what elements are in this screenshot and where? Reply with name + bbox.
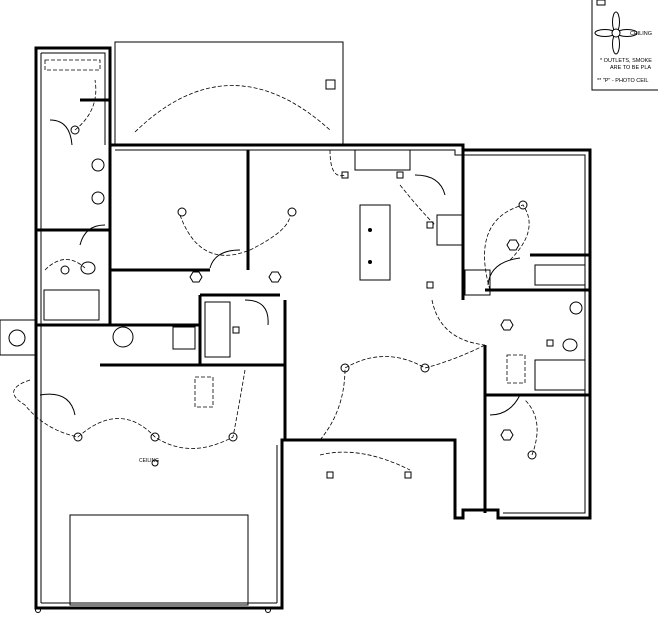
light-fixture-icon [70, 125, 80, 135]
co-detector-icon [268, 271, 282, 283]
kitchen-sink [354, 149, 411, 171]
legend-symbol-icon [596, 0, 606, 6]
light-fixture-icon [287, 207, 297, 217]
water-heater [204, 301, 231, 358]
switch-wiring [13, 79, 538, 471]
lavatory-sink [91, 158, 105, 172]
ceiling-fan-legend-label: CEILING [630, 31, 652, 37]
exterior-light-icon [35, 607, 41, 613]
legend-box: CEILING * OUTLETS, SMOKE ARE TO BE PLA *… [591, 0, 658, 91]
kitchen-island [359, 204, 391, 281]
closet-shelf-left [44, 59, 101, 71]
light-fixture-icon [527, 450, 537, 460]
light-fixture-icon [228, 432, 238, 442]
dryer [172, 326, 196, 350]
outlet-icon [426, 221, 434, 229]
covered-patio [114, 41, 344, 146]
smoke-detectors [189, 239, 520, 441]
smoke-detector-icon [189, 271, 203, 283]
attic-access [194, 376, 214, 408]
attic-access [506, 354, 526, 384]
outlet-icon [404, 471, 412, 479]
washer [112, 326, 134, 348]
outlet-icon [546, 339, 554, 347]
bathtub-left [43, 289, 100, 321]
interior-walls [36, 98, 590, 513]
outlet-icon [326, 471, 334, 479]
toilet [562, 338, 578, 352]
closet-shelf [534, 264, 586, 286]
exterior-walls [34, 46, 592, 610]
lavatory-sink [569, 301, 583, 315]
door-swings [39, 119, 521, 416]
legend-note-outlets-cont: ARE TO BE PLA [610, 65, 651, 71]
outlet-icon [232, 326, 240, 334]
garage-door [69, 514, 249, 606]
light-fixture-icon [420, 363, 430, 373]
patio-light-icon [325, 79, 336, 90]
light-fixture-icon [177, 207, 187, 217]
outlet-icon [426, 281, 434, 289]
pendant-light-icon [368, 260, 372, 264]
outlet-icon [341, 171, 349, 179]
legend-note-photo-ceiling: ** "P" - PHOTO CEIL [597, 78, 648, 84]
toilet [80, 261, 96, 275]
outlets [232, 171, 554, 479]
ceiling-fan-legend-icon [594, 11, 638, 55]
ceiling-light-icon [151, 459, 159, 467]
pendant-light-icon [368, 228, 372, 232]
light-fixture-icon [518, 200, 528, 210]
ac-unit-icon [8, 329, 26, 347]
smoke-detector-icon [500, 429, 514, 441]
bathtub-right [534, 359, 586, 391]
exterior-unit [0, 319, 37, 356]
lavatory-sink [91, 191, 105, 205]
range-cooktop [436, 214, 463, 246]
legend-note-outlets: * OUTLETS, SMOKE [600, 58, 652, 64]
light-fixture-icon [150, 432, 160, 442]
garage-ceiling-label: CEILING [139, 458, 159, 464]
light-fixture-icon [73, 432, 83, 442]
outlet-icon [396, 171, 404, 179]
co-detector-icon [500, 319, 514, 331]
refrigerator [464, 269, 491, 296]
exterior-light-icon [265, 607, 271, 613]
ceiling-fixtures [60, 125, 537, 460]
light-fixture-icon [60, 265, 70, 275]
smoke-detector-icon [506, 239, 520, 251]
